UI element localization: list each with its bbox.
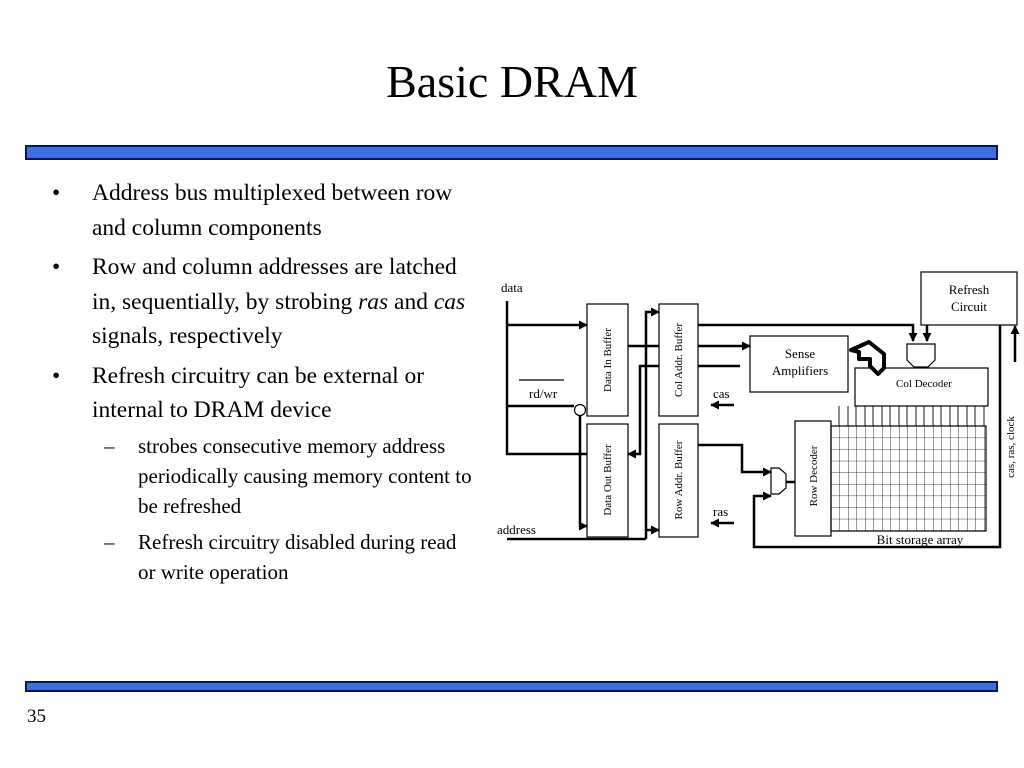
refresh-circuit-box (920, 271, 1018, 326)
data-in-buffer (586, 303, 629, 417)
row-addr-buffer (658, 423, 699, 538)
page-title: Basic DRAM (386, 56, 638, 107)
refresh-inputs-label: cas, ras, clock (1005, 416, 1017, 478)
address-label: address (497, 522, 536, 537)
rdwr-enable-wire (578, 416, 588, 531)
cas-label: cas (713, 386, 730, 401)
bit-storage-array-label: Bit storage array (877, 532, 964, 547)
row-decoder-label: Row Decoder (808, 445, 820, 506)
refresh-to-row-mux-wire (752, 325, 1002, 549)
address-to-col-buffer-wire (644, 307, 660, 539)
rdwr-label: rd/wr (529, 386, 558, 401)
bullet-item: Row and column addresses are latched in,… (52, 250, 472, 354)
data-out-buffer-label: Data Out Buffer (602, 444, 614, 516)
col-addr-buffer (658, 303, 699, 417)
sub-bullet-list: strobes consecutive memory address perio… (96, 431, 472, 587)
page-number: 35 (27, 706, 46, 727)
ras-label: ras (713, 504, 728, 519)
col-addr-to-mux-wire (698, 323, 918, 342)
ras-term: ras (358, 288, 389, 315)
bullet-text: Address bus multiplexed between row and … (92, 180, 453, 241)
refresh-circuit-label-line2: Circuit (951, 299, 987, 314)
column-select-lines (838, 406, 985, 426)
sense-amplifiers-label-line1: Sense (785, 346, 816, 361)
bullet-text: Row and column addresses are latched in,… (92, 254, 457, 315)
row-address-mux (770, 467, 787, 495)
title-divider-bar (25, 145, 998, 160)
sense-amplifiers-label-line2: Amplifiers (772, 363, 828, 378)
row-addr-buffer-label: Row Addr. Buffer (673, 440, 685, 519)
bullet-item: Address bus multiplexed between row and … (52, 176, 472, 245)
col-decoder-label: Col Decoder (896, 378, 952, 390)
row-decoder-box (794, 420, 832, 537)
cas-term: cas (433, 288, 466, 315)
data-bus-line (505, 301, 587, 456)
sub-bullet-item: strobes consecutive memory address perio… (96, 431, 472, 521)
sub-bullet-item: Refresh circuitry disabled during read o… (96, 527, 472, 587)
col-address-mux (906, 343, 936, 368)
footer-divider-bar (25, 681, 998, 692)
bullet-text: signals, respectively (92, 323, 283, 349)
sub-bullet-text: strobes consecutive memory address perio… (138, 433, 472, 518)
data-in-buffer-label: Data In Buffer (602, 328, 614, 392)
bullet-list: Address bus multiplexed between row and … (52, 176, 472, 593)
data-out-buffer (586, 423, 629, 538)
refresh-circuit-label-line1: Refresh (949, 282, 990, 297)
bullet-text: Refresh circuitry can be external or int… (92, 362, 425, 424)
col-addr-buffer-label: Col Addr. Buffer (673, 323, 685, 397)
sub-bullet-text: Refresh circuitry disabled during read o… (138, 529, 457, 584)
bullet-text: and (388, 288, 434, 315)
data-label: data (501, 280, 523, 295)
decoder-to-sense-arrow (849, 340, 886, 376)
row-addr-to-mux-wire (698, 443, 772, 477)
bit-storage-array (830, 425, 987, 532)
bullet-item: Refresh circuitry can be external or int… (52, 359, 472, 587)
sense-amplifiers-box (749, 335, 849, 393)
inverter-bubble (573, 403, 587, 417)
